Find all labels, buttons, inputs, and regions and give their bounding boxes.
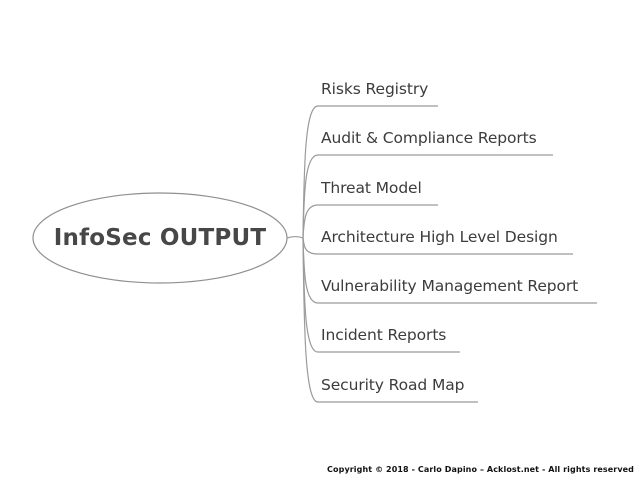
branch-label-security-road-map: Security Road Map [321, 376, 465, 394]
branch-label-risks-registry: Risks Registry [321, 80, 429, 98]
branch-line-threat-model [302, 204, 438, 239]
root-node-label: InfoSec OUTPUT [53, 225, 267, 251]
branch-line-risks-registry [302, 105, 438, 239]
branch-label-audit-compliance-reports: Audit & Compliance Reports [321, 129, 537, 147]
branch-line-security-road-map [302, 237, 478, 403]
branch-line-audit-compliance-reports [302, 154, 553, 239]
branch-label-incident-reports: Incident Reports [321, 326, 447, 344]
root-junction-connector-line [286, 235, 304, 239]
branch-label-threat-model: Threat Model [321, 179, 422, 197]
copyright-text: Copyright © 2018 - Carlo Dapino – Acklos… [327, 465, 634, 474]
branch-label-vulnerability-management-report: Vulnerability Management Report [321, 277, 579, 295]
branch-label-architecture-high-level-design: Architecture High Level Design [321, 228, 558, 246]
